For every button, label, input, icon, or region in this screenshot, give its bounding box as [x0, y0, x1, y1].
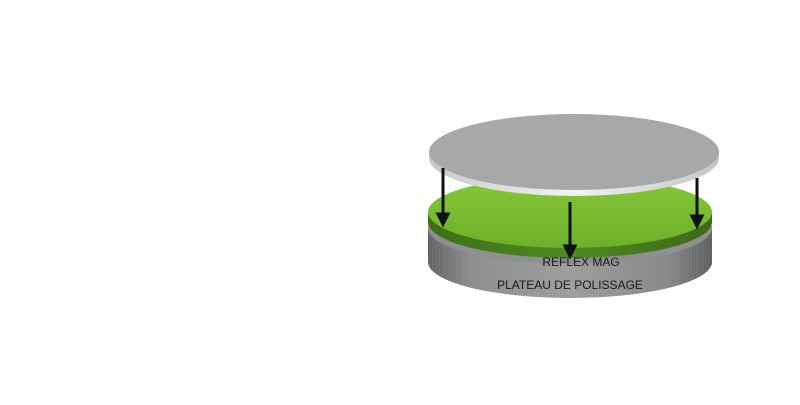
top-disc [429, 114, 719, 196]
down-arrows [435, 168, 705, 260]
magnetic-layer-label: REFLEX MAG [542, 255, 619, 269]
top-disc-face [429, 114, 719, 190]
platen-label: PLATEAU DE POLISSAGE [497, 278, 643, 292]
